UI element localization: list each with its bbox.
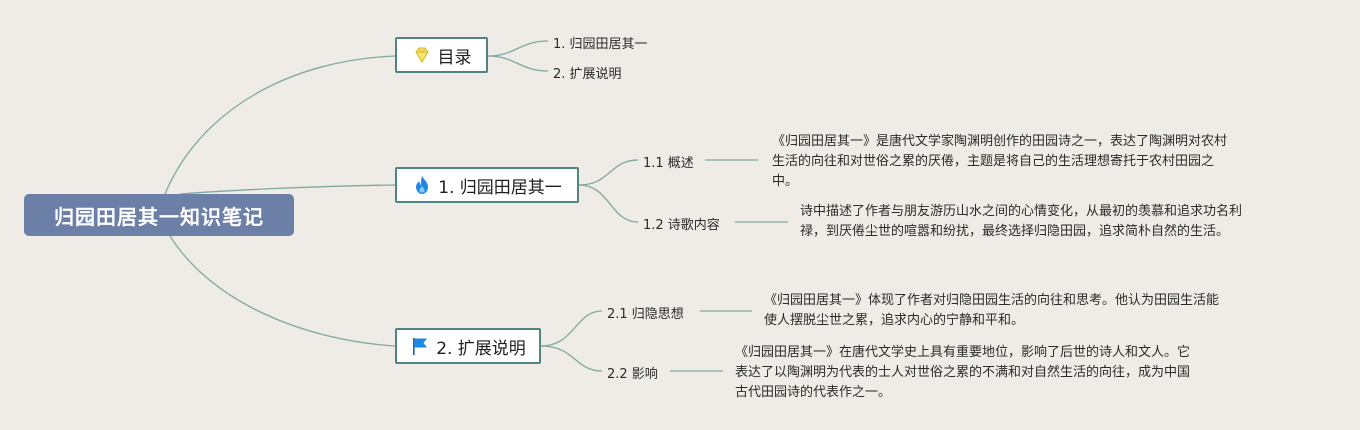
connector-poem-sub1 <box>578 159 639 186</box>
connector-toc-item2 <box>487 55 549 72</box>
toc-item-1[interactable]: 1. 归园田居其一 <box>553 37 648 52</box>
leaf-reclusion: 《归园田居其一》体现了作者对归隐田园生活的向往和思考。他认为田园生活能 使人摆脱… <box>764 291 1219 331</box>
leaf-line: 古代田园诗的代表作之一。 <box>735 385 892 400</box>
flag-icon <box>410 336 430 356</box>
leaf-overview: 《归园田居其一》是唐代文学家陶渊明创作的田园诗之一，表达了陶渊明对农村 生活的向… <box>772 132 1227 192</box>
leaf-content: 诗中描述了作者与朋友游历山水之间的心情变化，从最初的羡慕和追求功名利 禄，到厌倦… <box>800 202 1242 242</box>
leaf-line: 表达了以陶渊明为代表的士人对世俗之累的不满和对自然生活的向往，成为中国 <box>735 365 1191 380</box>
leaf-line: 《归园田居其一》是唐代文学家陶渊明创作的田园诗之一，表达了陶渊明对农村 <box>772 134 1228 149</box>
connector-ext-sub1 <box>540 310 603 347</box>
poem-sub-content[interactable]: 1.2 诗歌内容 <box>643 218 720 233</box>
ext-sub-influence[interactable]: 2.2 影响 <box>607 367 658 382</box>
connector-root-poem <box>179 184 396 195</box>
leaf-influence: 《归园田居其一》在唐代文学史上具有重要地位，影响了后世的诗人和文人。它 表达了以… <box>735 343 1190 403</box>
root-title: 归园田居其一知识笔记 <box>54 204 264 229</box>
leaf-line: 诗中描述了作者与朋友游历山水之间的心情变化，从最初的羡慕和追求功名利 <box>800 204 1243 219</box>
leaf-line: 中。 <box>772 174 799 189</box>
diamond-icon <box>412 45 432 65</box>
topic-ext-label: 2. 扩展说明 <box>436 338 526 359</box>
leaf-line: 《归园田居其一》在唐代文学史上具有重要地位，影响了后世的诗人和文人。它 <box>735 345 1191 360</box>
topic-poem[interactable]: 1. 归园田居其一 <box>395 167 579 203</box>
leaf-line: 《归园田居其一》体现了作者对归隐田园生活的向往和思考。他认为田园生活能 <box>764 293 1220 308</box>
leaf-line: 禄，到厌倦尘世的喧嚣和纷扰，最终选择归隐田园，追求简朴自然的生活。 <box>800 224 1230 239</box>
fire-icon <box>412 175 432 195</box>
ext-sub-reclusion[interactable]: 2.1 归隐思想 <box>607 307 684 322</box>
connector-root-toc <box>164 55 396 195</box>
toc-item-2[interactable]: 2. 扩展说明 <box>553 67 622 82</box>
connector-poem-sub2 <box>578 184 639 223</box>
poem-sub-overview[interactable]: 1.1 概述 <box>643 156 694 171</box>
root-topic[interactable]: 归园田居其一知识笔记 <box>24 194 294 236</box>
leaf-line: 生活的向往和对世俗之累的厌倦，主题是将自己的生活理想寄托于农村田园之 <box>772 154 1215 169</box>
connector-toc-item1 <box>487 40 549 57</box>
topic-poem-label: 1. 归园田居其一 <box>438 177 562 198</box>
connector-ext-sub2 <box>540 345 603 372</box>
topic-toc-label: 目录 <box>437 47 472 68</box>
connector-root-ext <box>169 235 396 347</box>
topic-toc[interactable]: 目录 <box>395 37 488 73</box>
leaf-line: 使人摆脱尘世之累，追求内心的宁静和平和。 <box>764 313 1025 328</box>
topic-ext[interactable]: 2. 扩展说明 <box>395 328 541 364</box>
